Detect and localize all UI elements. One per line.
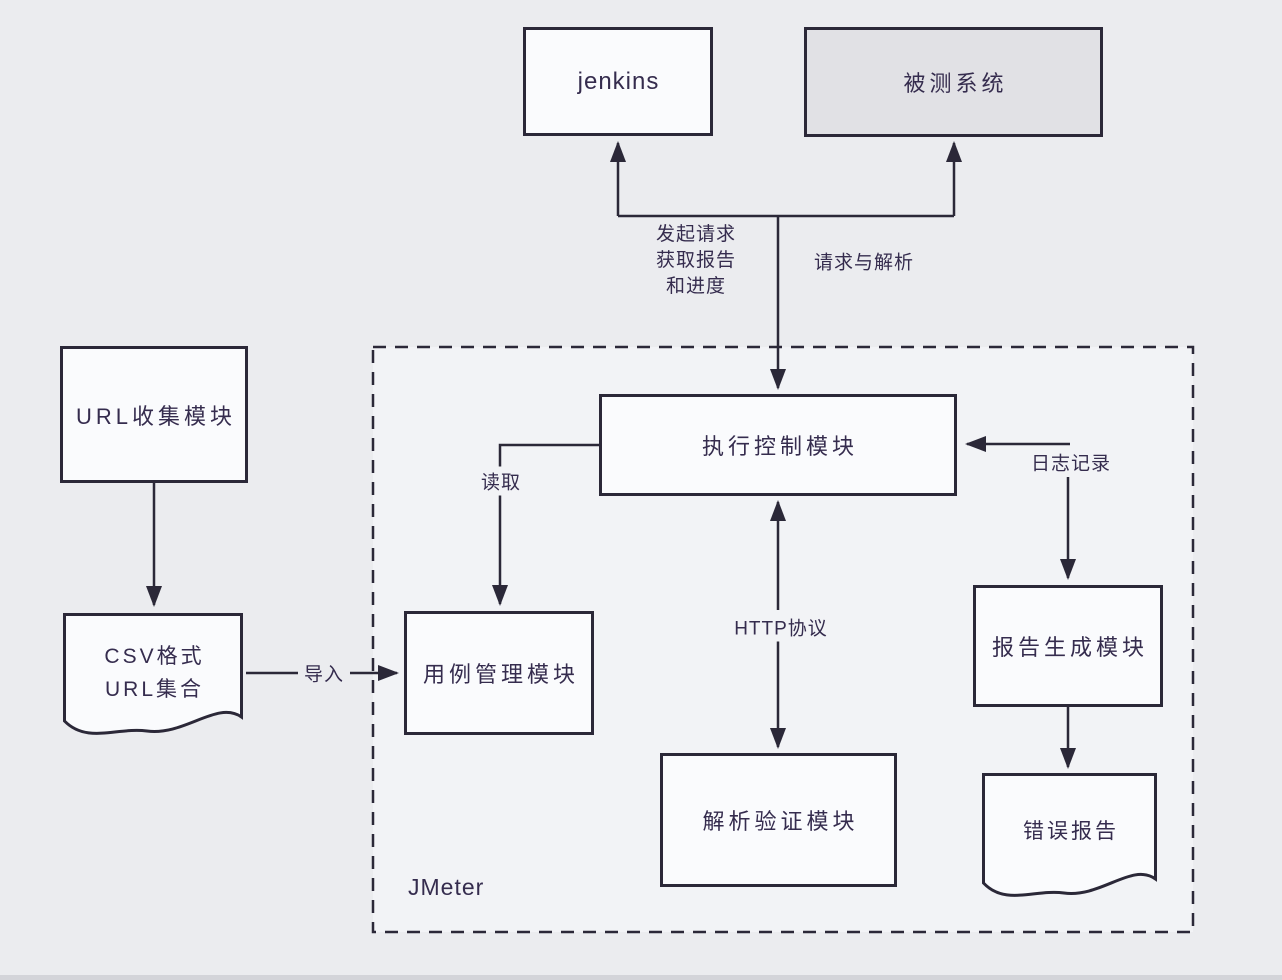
node-error-report-document: 错误报告 [982,773,1157,908]
csv-document-label: CSV格式 URL集合 [104,645,205,701]
label-request-and-parse: 请求与解析 [813,252,915,274]
label-initiate-request: 发起请求 获取报告 和进度 [655,224,737,297]
node-parse-verify-module: 解析验证模块 [660,753,897,887]
bottom-edge-strip [0,975,1282,980]
node-case-management-module: 用例管理模块 [404,611,594,735]
label-http-protocol: HTTP协议 [728,612,834,642]
edge-read-arrow [492,443,599,606]
label-import: 导入 [297,658,351,688]
label-log-record: 日志记录 [1024,447,1118,477]
document-shape [63,613,243,735]
node-system-under-test: 被测系统 [804,27,1103,137]
error-report-label: 错误报告 [1023,820,1119,843]
document-shape [982,773,1157,897]
node-url-collect-module: URL收集模块 [60,346,248,483]
node-csv-url-document: CSV格式 URL集合 [63,613,243,748]
node-jenkins: jenkins [523,27,713,136]
label-read: 读取 [474,466,528,496]
node-report-generation-module: 报告生成模块 [973,585,1163,707]
node-exec-control-module: 执行控制模块 [599,394,957,496]
jmeter-container-label: JMeter [408,874,485,900]
